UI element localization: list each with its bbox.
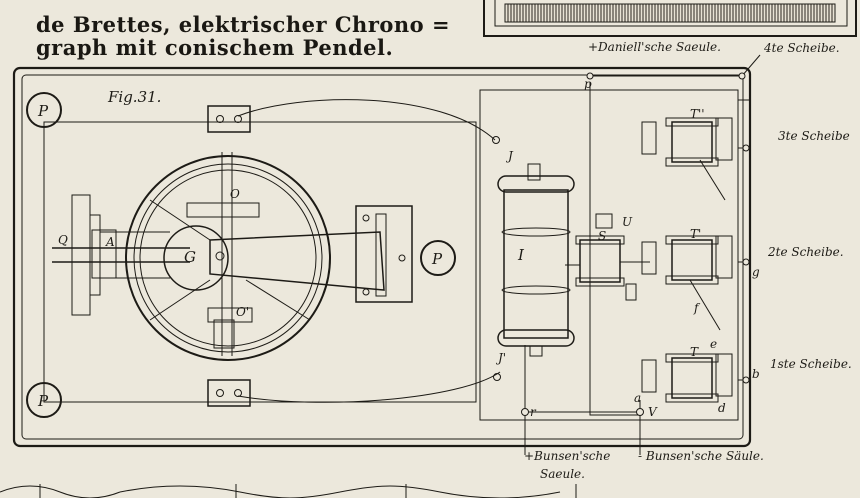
label-disk-3: 3te Scheibe — [778, 129, 850, 143]
pendulum-disk — [125, 152, 413, 361]
marker-T: T — [690, 345, 699, 359]
marker-p: p — [584, 77, 592, 91]
relay-T-prime — [641, 235, 733, 285]
title-line-2: graph mit conischem Pendel. — [36, 35, 394, 60]
marker-U: U — [622, 215, 633, 229]
marker-I: I — [517, 246, 525, 264]
label-bunsen-minus: - Bunsen'sche Säule. — [638, 449, 764, 463]
marker-T-dprime: T'' — [690, 107, 705, 121]
marker-e: e — [710, 337, 717, 351]
marker-f: f — [693, 301, 701, 315]
previous-figure-fragment — [483, 0, 857, 37]
label-disk-1: 1ste Scheibe. — [770, 357, 852, 371]
label-disk-2: 2te Scheibe. — [767, 245, 844, 259]
relay-T — [641, 353, 733, 403]
marker-b: b — [752, 367, 760, 381]
marker-a: a — [634, 391, 641, 405]
marker-O: O — [230, 187, 240, 201]
marker-P: P — [37, 392, 49, 410]
marker-P: P — [37, 102, 49, 120]
label-daniell: +Daniell'sche Saeule. — [588, 40, 721, 54]
terminal-block-top — [207, 105, 251, 133]
marker-O-prime: O' — [236, 305, 249, 319]
marker-J: J — [505, 149, 514, 163]
next-figure-fragment — [0, 484, 577, 498]
figure-label: Fig.31. — [107, 88, 161, 106]
label-bunsen-plus-line1: +Bunsen'sche — [524, 449, 610, 463]
label-bunsen-plus-line2: Saeule. — [540, 467, 585, 481]
toothed-wheel — [52, 194, 190, 316]
relay-coil-S — [575, 213, 637, 301]
marker-d: d — [718, 401, 726, 415]
title-line-1: de Brettes, elektrischer Chrono = — [36, 12, 451, 37]
marker-T-prime: T' — [690, 227, 701, 241]
main-electromagnet-coil — [492, 136, 575, 381]
marker-V: V — [648, 405, 658, 419]
marker-Q: Q — [58, 233, 68, 247]
relay-T-dprime — [641, 117, 733, 167]
binding-post-bottom-left: P — [26, 382, 62, 418]
binding-post-center: P — [420, 240, 456, 276]
marker-A: A — [105, 235, 115, 249]
binding-post-top-left: P — [26, 92, 62, 128]
marker-P: P — [431, 250, 443, 268]
marker-r: r — [530, 405, 537, 419]
label-disk-4: 4te Scheibe. — [763, 41, 840, 55]
marker-G: G — [184, 248, 196, 266]
marker-J-prime: J' — [495, 351, 506, 365]
junction-points — [521, 72, 750, 416]
marker-S: S — [598, 229, 606, 243]
marker-g: g — [752, 265, 760, 279]
